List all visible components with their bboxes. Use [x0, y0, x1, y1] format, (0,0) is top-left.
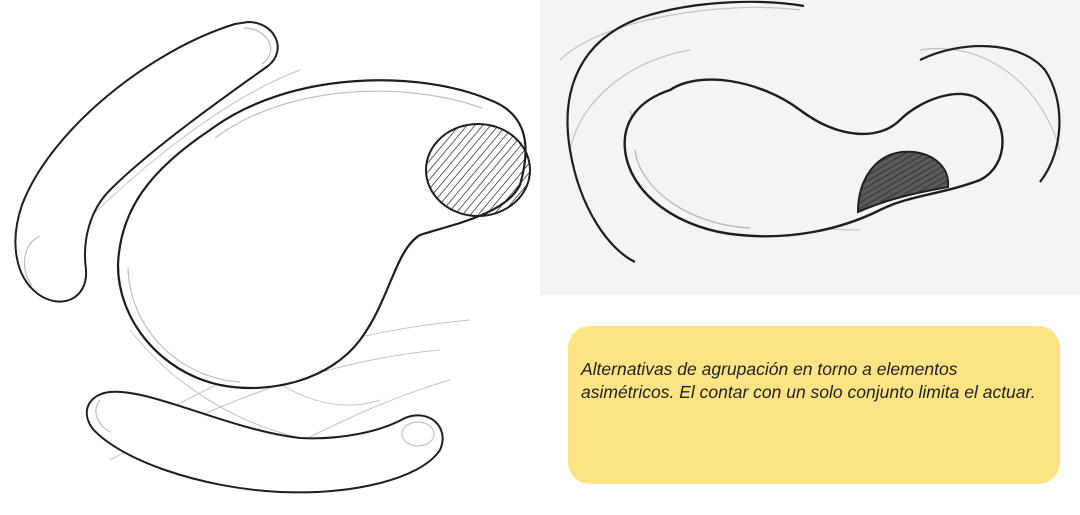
- curved-capsule-top: [14, 20, 279, 303]
- outer-arc-right: [919, 45, 1061, 183]
- curved-capsule-bottom: [85, 390, 444, 494]
- hatched-half-disc: [856, 150, 950, 214]
- sketch-right: [540, 0, 1080, 295]
- sketch-left: [14, 20, 531, 494]
- outer-arc: [566, 0, 805, 263]
- caption-text: Alternativas de agrupación en torno a el…: [581, 359, 1036, 402]
- caption-note: Alternativas de agrupación en torno a el…: [568, 326, 1060, 484]
- hatched-circle: [425, 123, 531, 217]
- asymmetric-blob: [623, 78, 1004, 238]
- kidney-shape: [116, 79, 527, 390]
